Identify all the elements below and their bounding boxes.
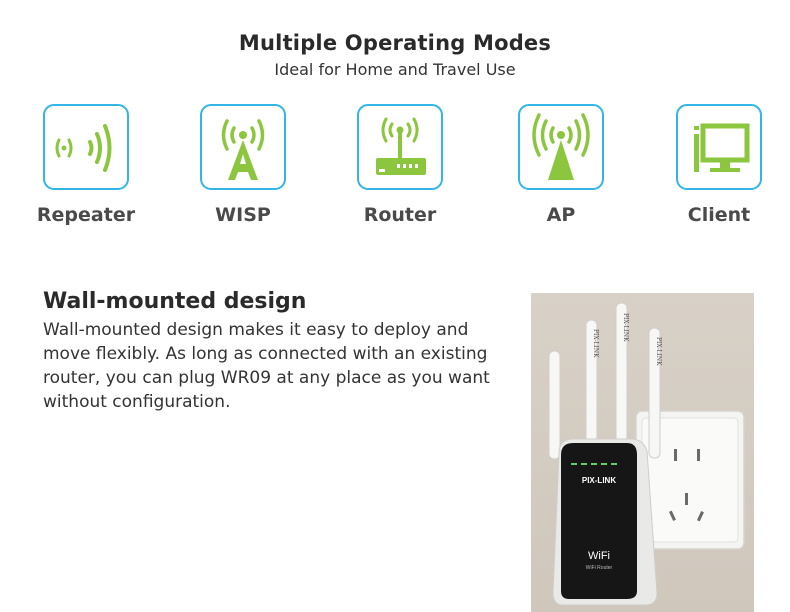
socket-slot <box>668 510 676 521</box>
page-title: Multiple Operating Modes <box>238 31 552 55</box>
feature-description: Wall-mounted design makes it easy to dep… <box>43 320 490 412</box>
mode-wisp: WISP <box>183 104 303 226</box>
page-subtitle: Ideal for Home and Travel Use <box>274 60 516 79</box>
socket-slot <box>697 449 700 461</box>
repeater-signal-icon <box>43 104 129 190</box>
product-photo: PIX-LINK PIX-LINK PIX-LINK PIX-LINK WiFi… <box>531 293 754 612</box>
socket-slot <box>674 449 677 461</box>
antenna <box>648 327 661 459</box>
mode-ap: AP <box>501 104 621 226</box>
mode-router: Router <box>340 104 460 226</box>
antenna-label: PIX-LINK <box>592 329 599 358</box>
device-brand: PIX-LINK <box>582 476 616 485</box>
antenna-label: PIX-LINK <box>655 337 662 366</box>
router-icon <box>357 104 443 190</box>
access-point-icon <box>518 104 604 190</box>
mode-label-client: Client <box>687 204 751 226</box>
mode-label-ap: AP <box>546 204 576 226</box>
socket-slot <box>685 493 688 505</box>
mode-label-router: Router <box>363 204 437 226</box>
product-illustration: PIX-LINK PIX-LINK PIX-LINK PIX-LINK WiFi… <box>548 302 745 606</box>
antenna-label: PIX-LINK <box>622 313 629 342</box>
wisp-tower-icon <box>200 104 286 190</box>
mode-label-repeater: Repeater <box>36 204 136 226</box>
antenna <box>548 350 561 460</box>
mode-client: Client <box>659 104 779 226</box>
device-front-panel <box>561 443 637 599</box>
feature-title: Wall-mounted design <box>43 289 307 314</box>
mode-repeater: Repeater <box>26 104 146 226</box>
device-wifi-subtitle: WiFi Router <box>586 565 613 571</box>
device-wifi-logo: WiFi <box>588 550 610 562</box>
mode-label-wisp: WISP <box>215 204 271 226</box>
socket-slot <box>696 511 704 522</box>
computer-monitor-icon <box>676 104 762 190</box>
